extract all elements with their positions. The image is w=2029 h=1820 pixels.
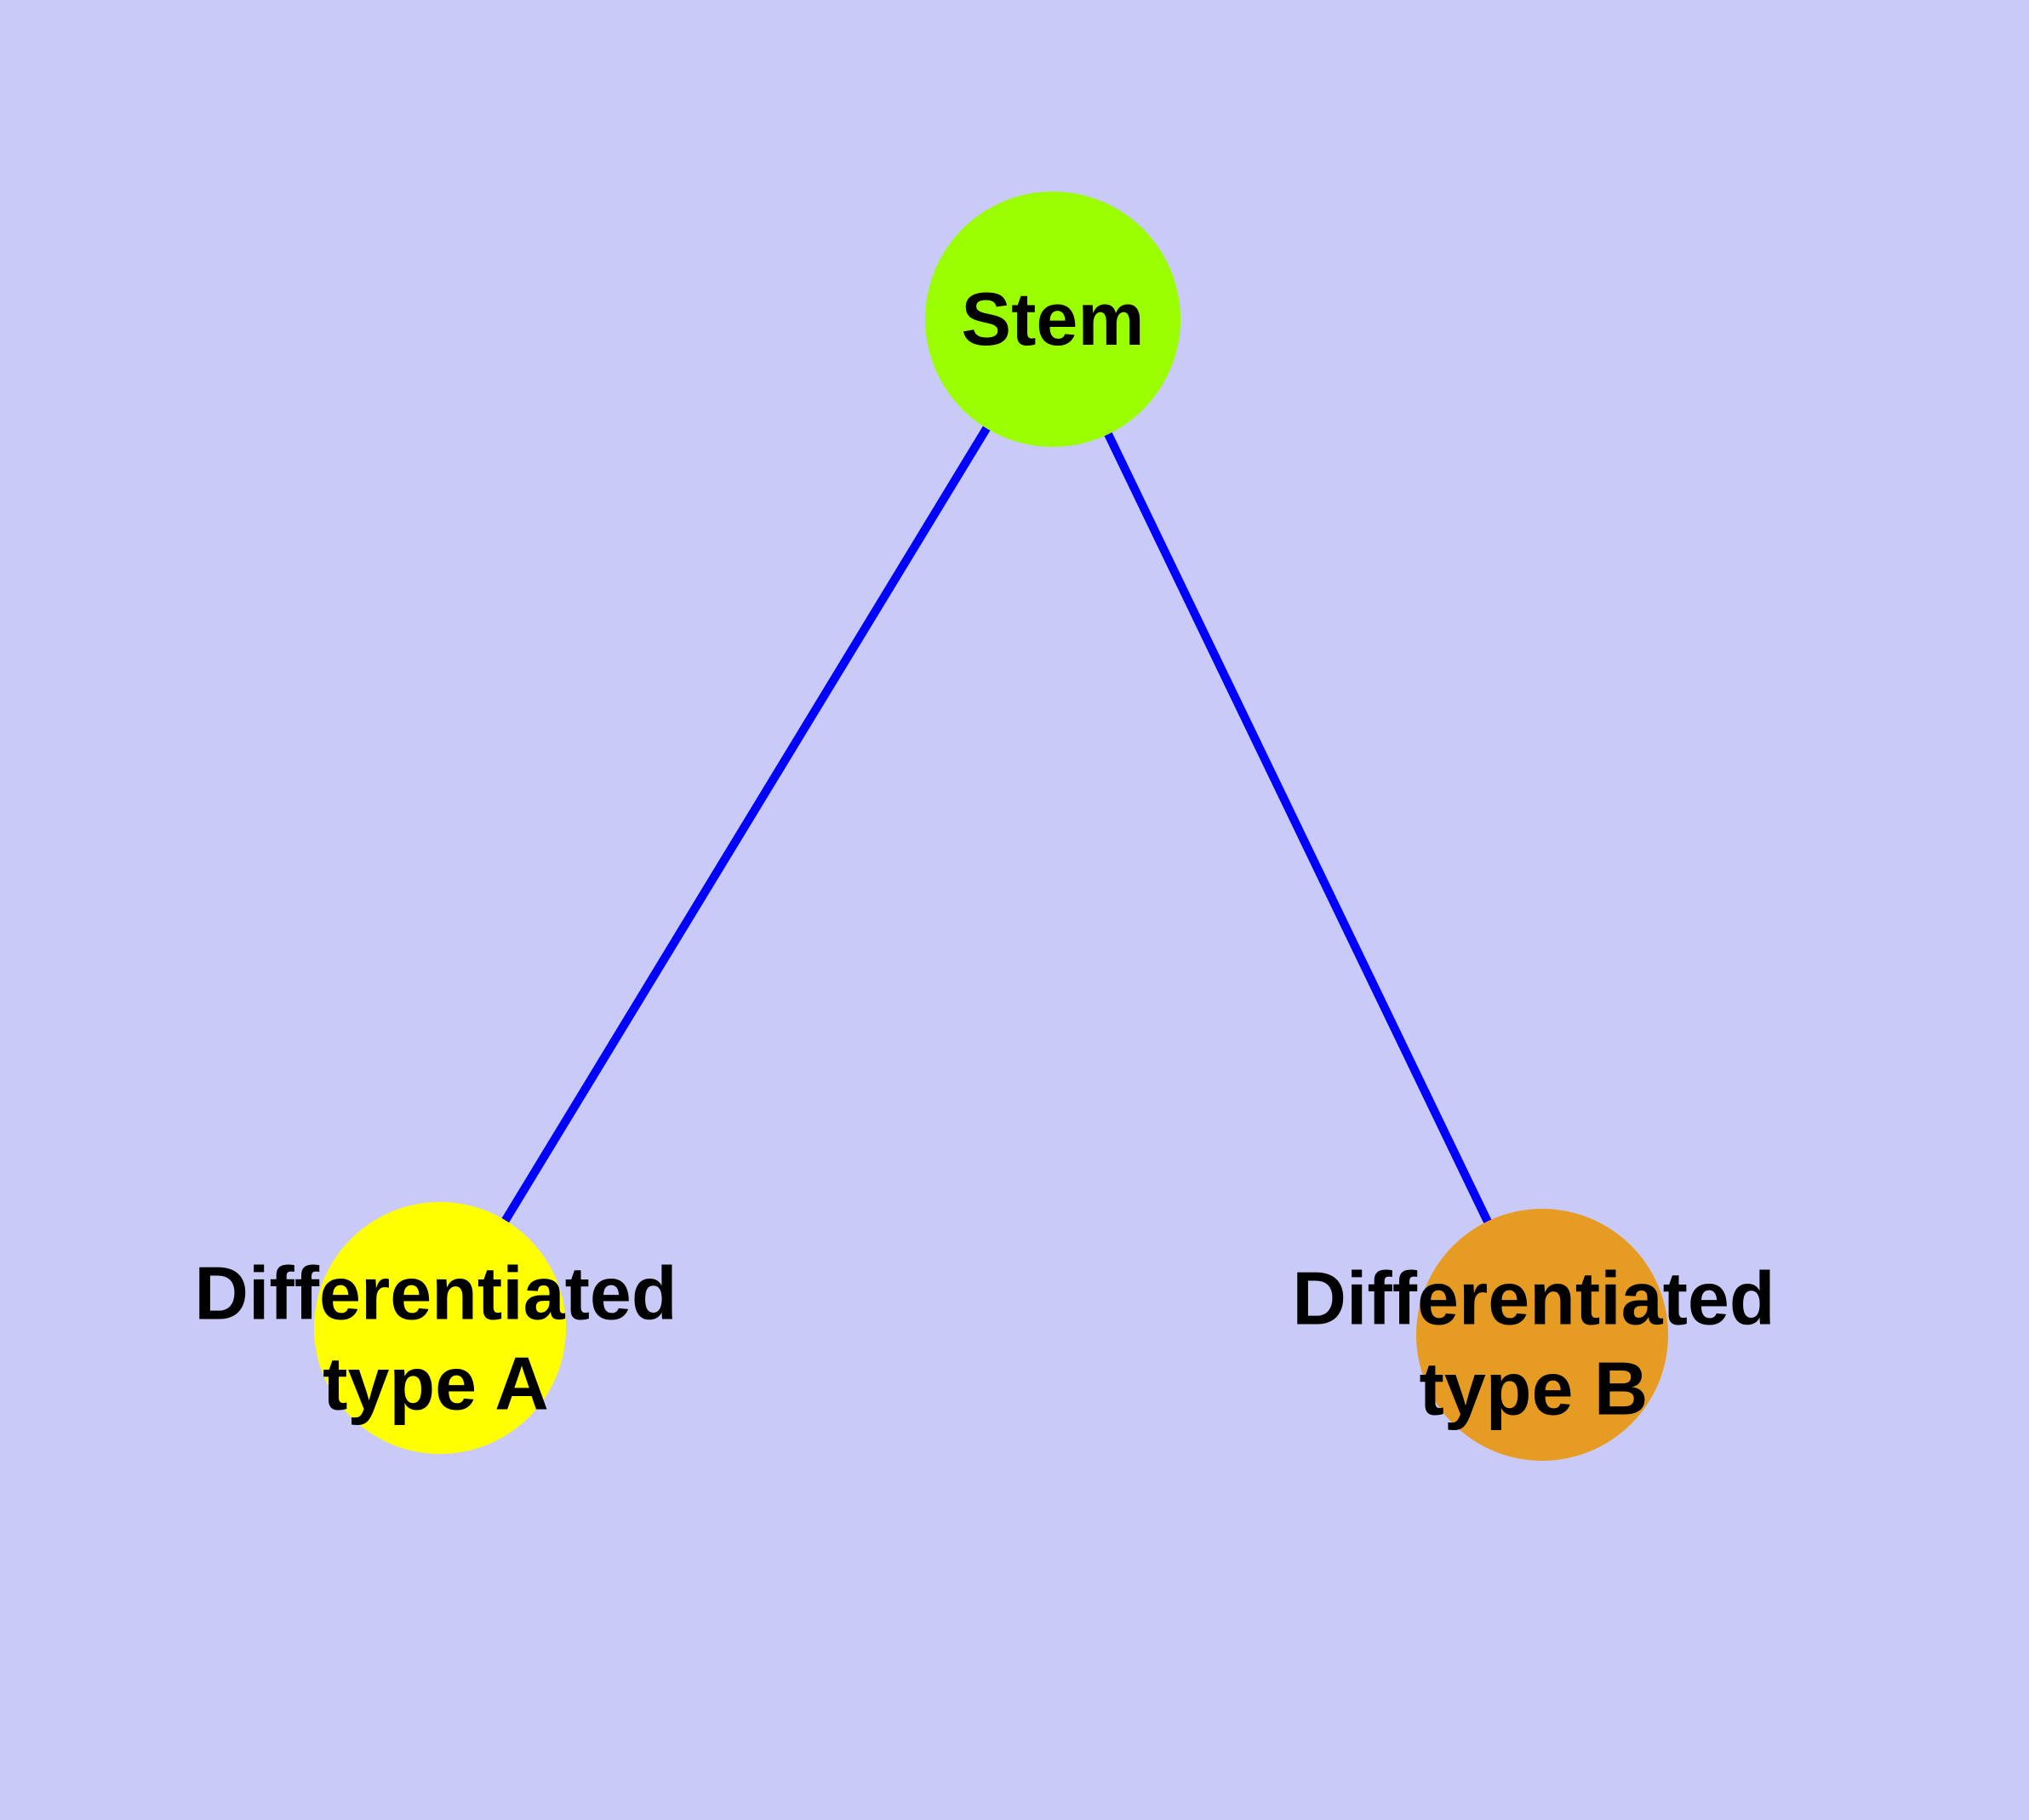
node-stem-label-line: Stem — [961, 277, 1145, 362]
node-type-a-label-line2: type A — [323, 1341, 549, 1425]
node-stem-label: Stem — [961, 274, 1144, 364]
node-type-b — [1416, 1209, 1668, 1461]
edge-stem-to-type-a — [436, 317, 1057, 1331]
node-stem-circle — [925, 192, 1180, 447]
node-type-a-label: Differentiated type A — [194, 1248, 677, 1428]
node-type-b-label-line1: Differentiated — [1292, 1256, 1775, 1341]
node-type-a — [314, 1202, 566, 1454]
node-type-b-label: Differentiated type B — [1292, 1253, 1775, 1433]
node-type-b-label-line2: type B — [1419, 1346, 1649, 1430]
edge-stem-to-type-b — [1049, 317, 1546, 1337]
node-stem — [925, 192, 1180, 447]
node-type-b-circle — [1416, 1209, 1668, 1461]
node-type-a-circle — [314, 1202, 566, 1454]
node-type-a-label-line1: Differentiated — [194, 1251, 677, 1336]
